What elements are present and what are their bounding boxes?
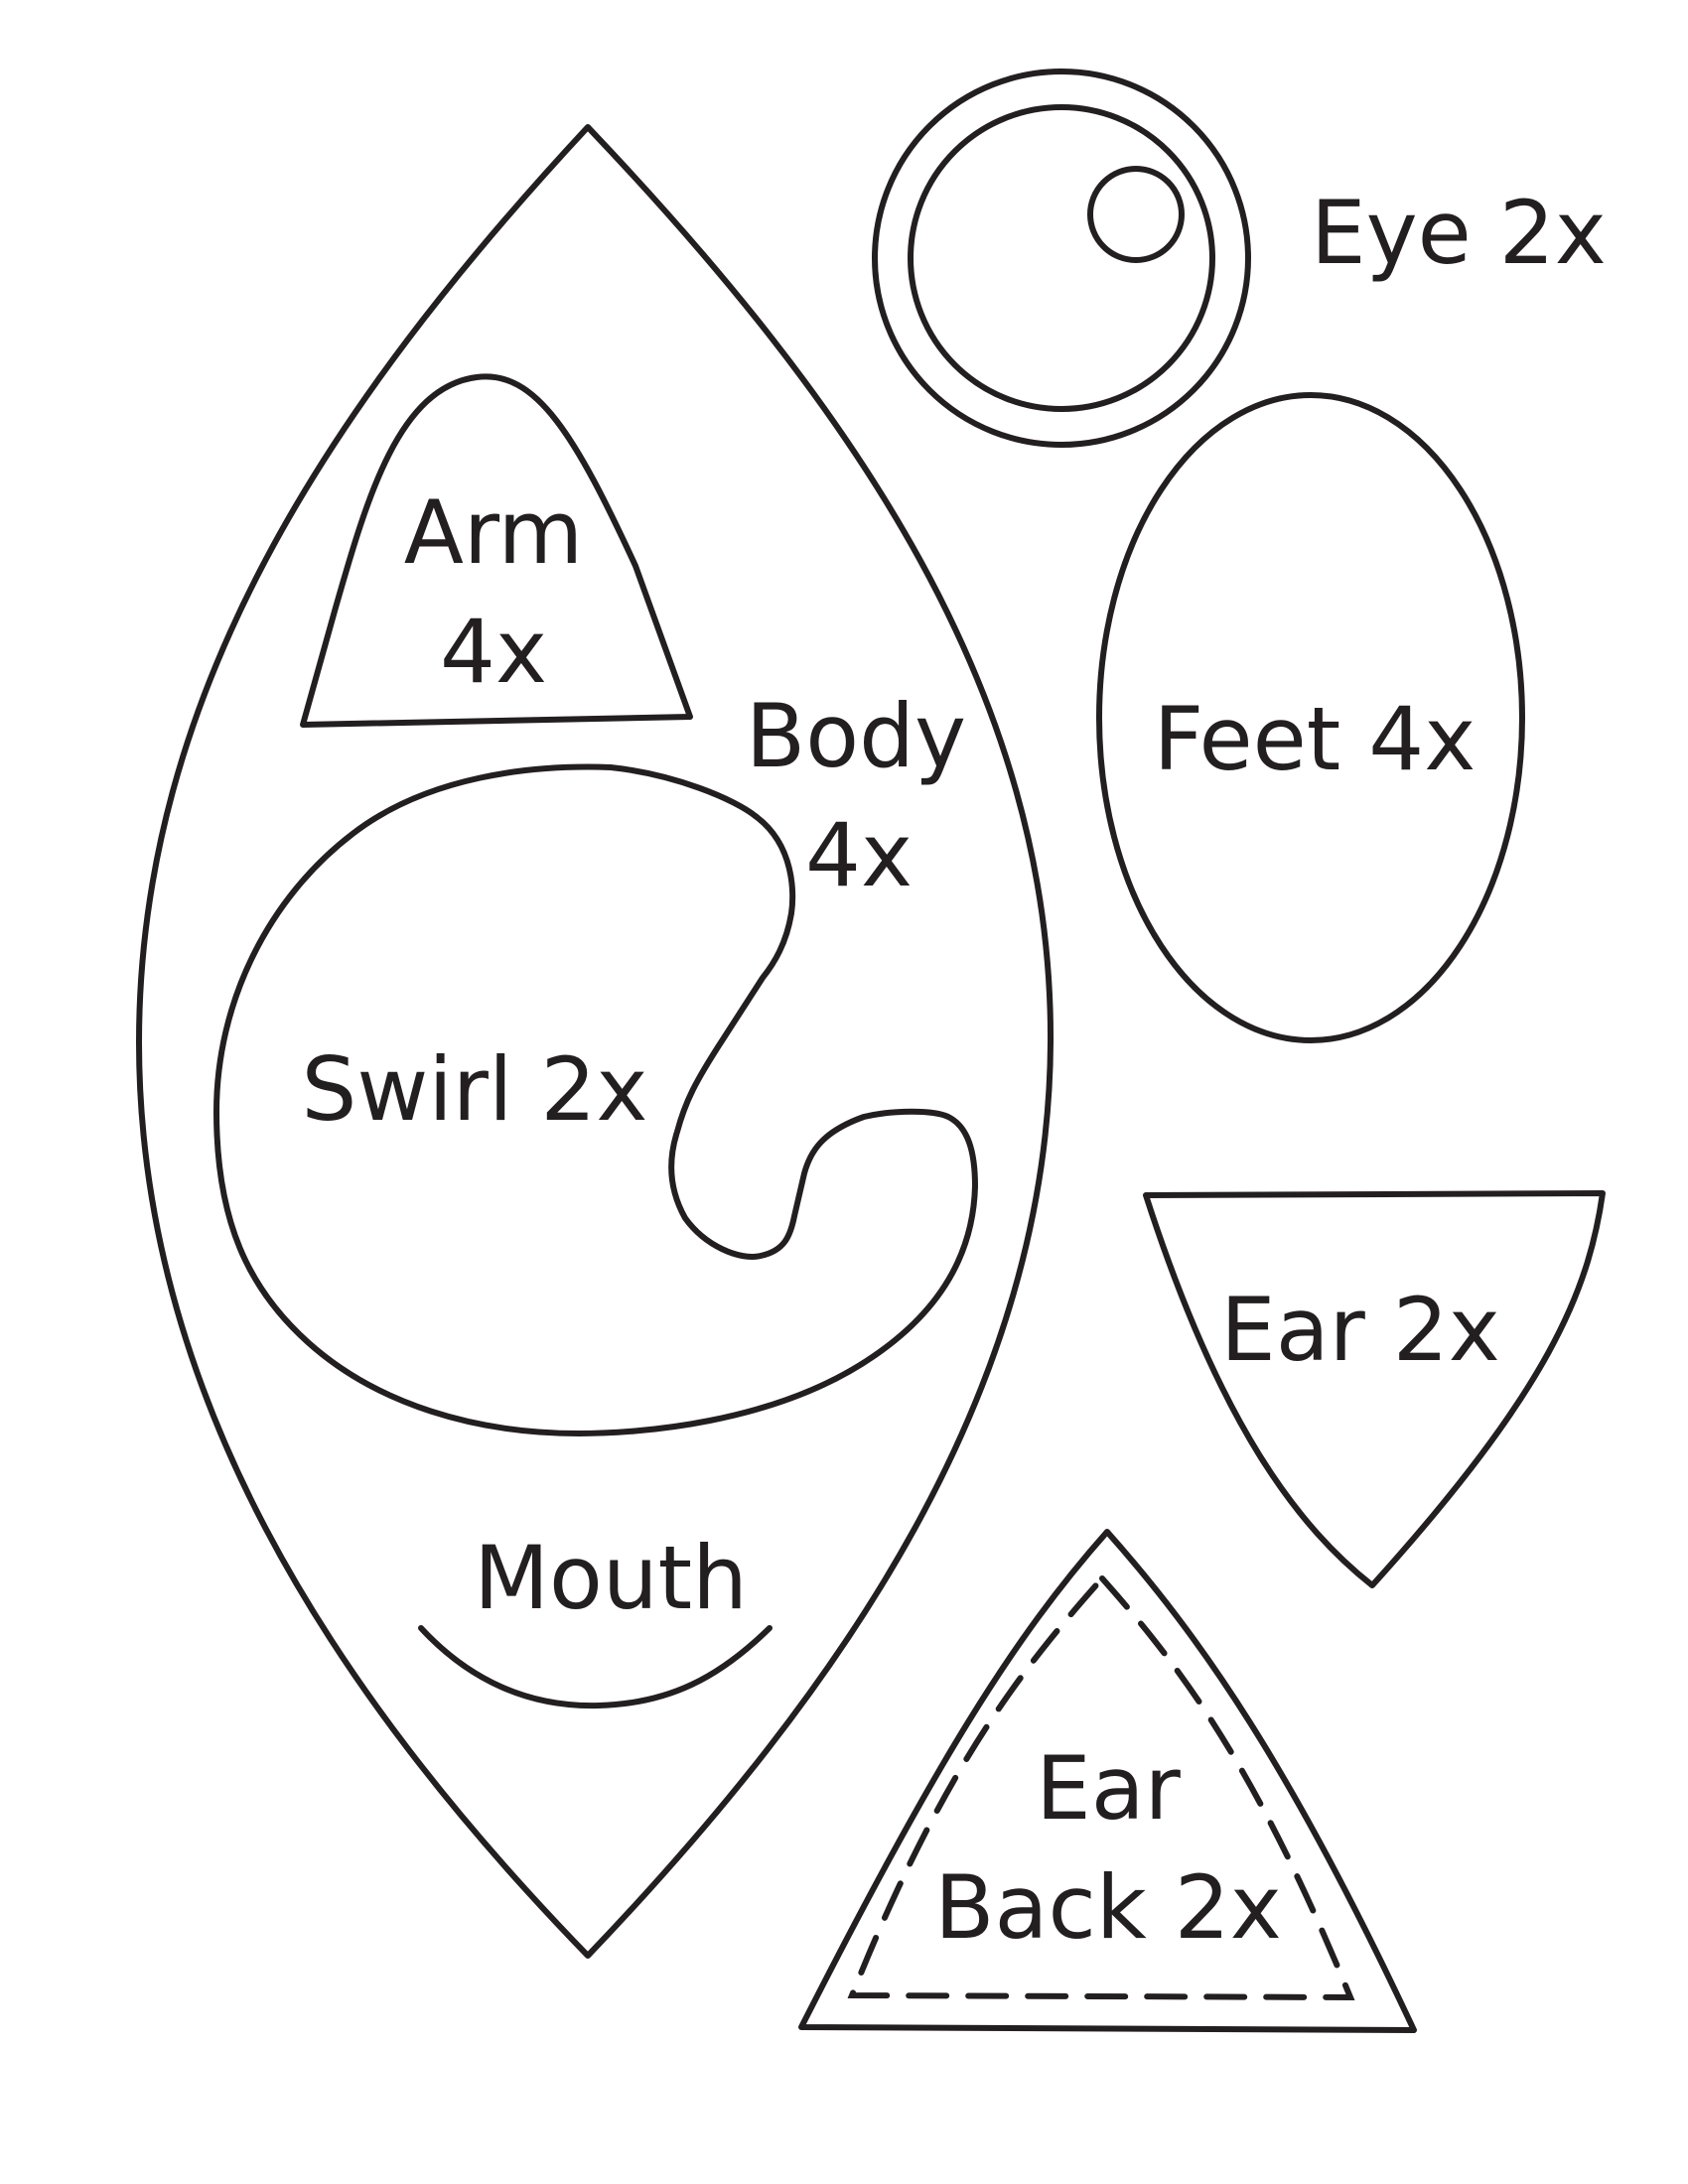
feet-outline — [1096, 392, 1525, 1043]
swirl-label: Swirl 2x — [302, 1038, 648, 1141]
ear-outline — [1143, 1190, 1606, 1588]
arm-label-line2: 4x — [440, 601, 547, 703]
mouth-label: Mouth — [474, 1527, 748, 1629]
ear-back-stitch-line — [847, 1573, 1355, 2001]
feet-label: Feet 4x — [1154, 688, 1477, 790]
swirl-outline — [213, 763, 978, 1436]
mouth-arc — [418, 1625, 773, 1709]
arm-label-line1: Arm — [404, 481, 584, 584]
eye-highlight-circle — [1087, 166, 1185, 263]
body-label-line1: Body — [746, 685, 966, 787]
arm-outline — [300, 373, 693, 728]
body-outline — [136, 124, 1055, 1959]
ear-back-label-line1: Ear — [1036, 1737, 1182, 1840]
eye-label: Eye 2x — [1311, 182, 1607, 284]
ear-back-outline — [798, 1529, 1417, 2033]
body-label-line2: 4x — [805, 804, 913, 906]
ear-back-label-line2: Back 2x — [934, 1856, 1282, 1959]
eye-inner-circle — [908, 104, 1215, 412]
ear-label: Ear 2x — [1220, 1279, 1500, 1381]
eye-outer-circle — [872, 68, 1251, 448]
